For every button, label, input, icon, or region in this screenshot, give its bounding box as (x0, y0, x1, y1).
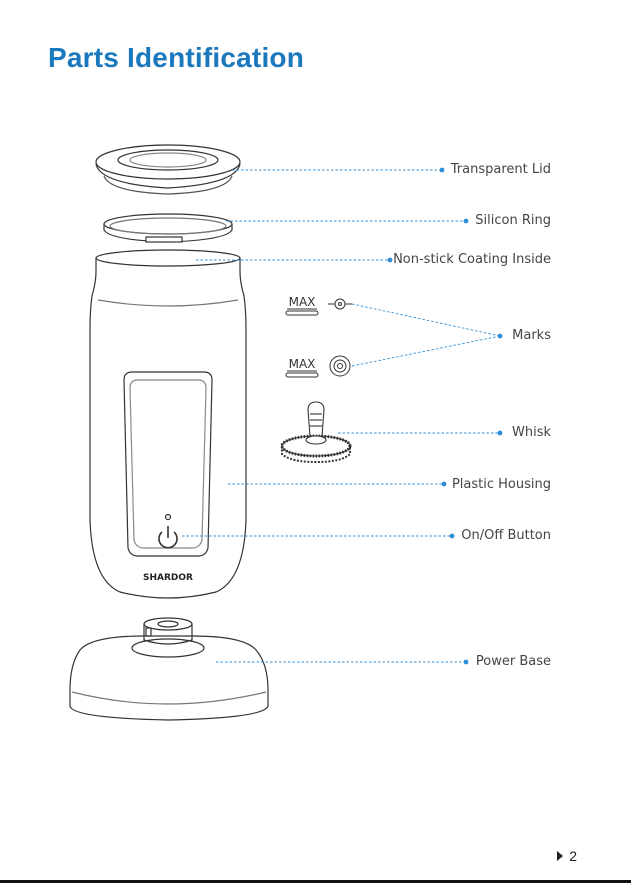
whisk-head-small-icon (328, 299, 352, 309)
label-on-off-button: On/Off Button (461, 528, 551, 543)
label-transparent-lid: Transparent Lid (451, 162, 551, 177)
page-arrow-icon (557, 851, 563, 861)
max-mark-2: MAX (286, 356, 350, 377)
frother-body (90, 250, 246, 598)
label-power-base: Power Base (476, 654, 551, 669)
whisk-disc-icon (330, 356, 350, 376)
max-mark-text-1: MAX (289, 295, 316, 309)
label-non-stick-coating: Non-stick Coating Inside (393, 252, 551, 267)
power-base (70, 618, 268, 720)
page-number-text: 2 (569, 848, 577, 864)
label-marks: Marks (512, 328, 551, 343)
label-plastic-housing: Plastic Housing (452, 477, 551, 492)
leader-dots (388, 168, 503, 665)
brand-logo: SHARDOR (143, 573, 193, 583)
transparent-lid (96, 145, 240, 194)
max-mark-text-2: MAX (289, 357, 316, 371)
whisk (282, 402, 350, 462)
max-mark-1: MAX (286, 295, 352, 315)
leader-lines (182, 170, 500, 662)
power-button-icon (159, 526, 177, 548)
page-number: 2 (557, 848, 577, 864)
label-silicon-ring: Silicon Ring (475, 213, 551, 228)
label-whisk: Whisk (512, 425, 551, 440)
silicon-ring (104, 214, 232, 242)
